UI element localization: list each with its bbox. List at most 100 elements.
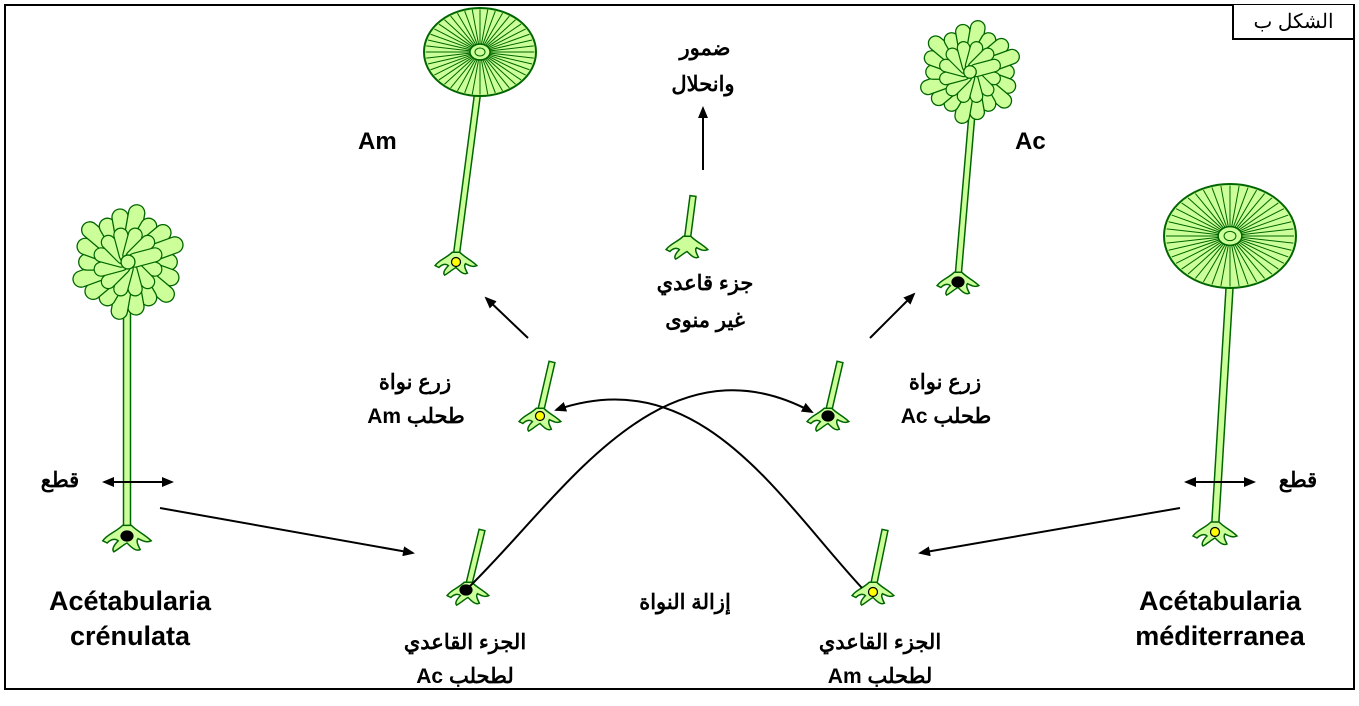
nucleus-black	[120, 530, 134, 542]
frame-border	[4, 4, 1355, 690]
cap-ray	[450, 15, 475, 46]
cap-ray	[1237, 197, 1273, 230]
cap-ray	[1241, 221, 1292, 234]
cap-center	[120, 254, 136, 270]
cap-ray	[489, 39, 533, 51]
stalk	[452, 88, 482, 260]
cap-ray	[1202, 244, 1226, 283]
cap-ray	[1202, 189, 1226, 228]
cap-center-ring	[1223, 230, 1237, 242]
cap-ray	[471, 59, 480, 95]
cap-center-ring	[474, 47, 486, 57]
cap-ray	[1175, 240, 1221, 264]
nucleus-yellow	[867, 586, 879, 598]
label-base-1: جزء قاعدي	[656, 272, 754, 295]
arrow-to-base-ac	[159, 507, 415, 557]
cap-ray	[1195, 193, 1224, 229]
cap-ray	[457, 12, 477, 46]
cap-ray	[1231, 185, 1240, 227]
cap-ray	[1241, 228, 1294, 236]
label-cut-left: قطع	[40, 469, 80, 492]
cap-ray	[1166, 228, 1219, 236]
cap-ray	[485, 58, 510, 89]
arrow-to-result-am	[484, 296, 529, 339]
label-graft-ac-1: زرع نواة	[908, 371, 982, 394]
stump-center	[665, 194, 710, 261]
cap-ray	[483, 58, 503, 92]
label-enucleation: إزالة النواة	[639, 591, 731, 614]
cap-ray	[427, 53, 471, 65]
nucleus-black	[951, 276, 965, 288]
cap-ray	[489, 54, 530, 71]
cap-ray	[489, 53, 533, 65]
stump-graft-ac	[806, 360, 851, 433]
cap-center	[1217, 225, 1243, 247]
cap-ray	[1187, 197, 1223, 230]
cap-ray	[464, 10, 478, 45]
arrow-transfer-ac	[465, 389, 814, 591]
cap-ray	[482, 59, 496, 94]
stalk	[1210, 278, 1235, 530]
cap-ray	[450, 58, 475, 89]
cap-ray	[1181, 241, 1222, 270]
cap-ray	[487, 56, 522, 81]
cap-ray	[489, 45, 534, 52]
cap-ray	[427, 39, 471, 51]
cap-ray	[1234, 244, 1258, 283]
arrow-to-base-am	[918, 507, 1181, 557]
cap-ray	[1220, 185, 1229, 227]
label-degeneration-2: وانحلال	[671, 73, 735, 96]
label-base-ac-1: الجزء القاعدي	[403, 631, 527, 654]
cap-ray	[471, 9, 480, 45]
species-left-line1: Acétabularia	[48, 586, 212, 616]
arrow-transfer-am	[554, 398, 863, 589]
label-ac-result: Ac	[1015, 128, 1046, 155]
species-right-line2: méditerranea	[1135, 621, 1305, 651]
cap-ray	[434, 55, 472, 76]
cap-ray	[1168, 238, 1219, 251]
cap-ray	[444, 19, 474, 47]
label-base-am-1: الجزء القاعدي	[818, 631, 942, 654]
cap-ray	[480, 59, 489, 95]
cap-ray	[438, 56, 473, 81]
cap-ray	[1237, 242, 1273, 275]
cap-ray	[1187, 242, 1223, 275]
cap-ray	[438, 23, 473, 48]
cap-ray	[1175, 208, 1221, 232]
cap-ray	[434, 28, 472, 49]
cap-ray	[1239, 240, 1285, 264]
label-am-result: Am	[358, 128, 397, 155]
label-graft-ac-2: طحلب Ac	[900, 405, 992, 428]
cap-ray	[480, 9, 489, 45]
nucleus-yellow	[1209, 526, 1221, 538]
plant-result-am	[423, 7, 537, 277]
cap-ray	[483, 12, 503, 46]
cap-ray	[1236, 243, 1265, 279]
stump-base-ac	[446, 528, 491, 607]
cap-ray	[487, 23, 522, 48]
cap-ray	[1220, 245, 1229, 287]
cap-ray	[1231, 245, 1240, 287]
species-left-line2: crénulata	[69, 621, 191, 651]
cap-ray	[1171, 214, 1220, 233]
cap-ray	[1241, 236, 1294, 244]
cap-ray	[1211, 187, 1228, 228]
label-cut-right: قطع	[1278, 469, 1318, 492]
stalk	[122, 289, 132, 533]
plant-mediterranea	[1163, 183, 1297, 547]
cap-ray	[489, 52, 534, 59]
cap-ray	[485, 15, 510, 46]
stalk	[869, 528, 889, 590]
cap-ray	[1211, 244, 1228, 285]
rhizoid	[665, 235, 710, 261]
cap-ray	[444, 57, 474, 85]
cap-ray	[457, 58, 477, 92]
cap-ray	[430, 54, 471, 71]
nucleus-yellow	[450, 256, 462, 268]
stump-base-am	[851, 528, 896, 607]
stalk	[824, 360, 844, 416]
label-base-ac-2: لطحلب Ac	[416, 665, 514, 688]
cap-center	[963, 65, 977, 79]
label-base-2: غير منوى	[665, 309, 745, 332]
